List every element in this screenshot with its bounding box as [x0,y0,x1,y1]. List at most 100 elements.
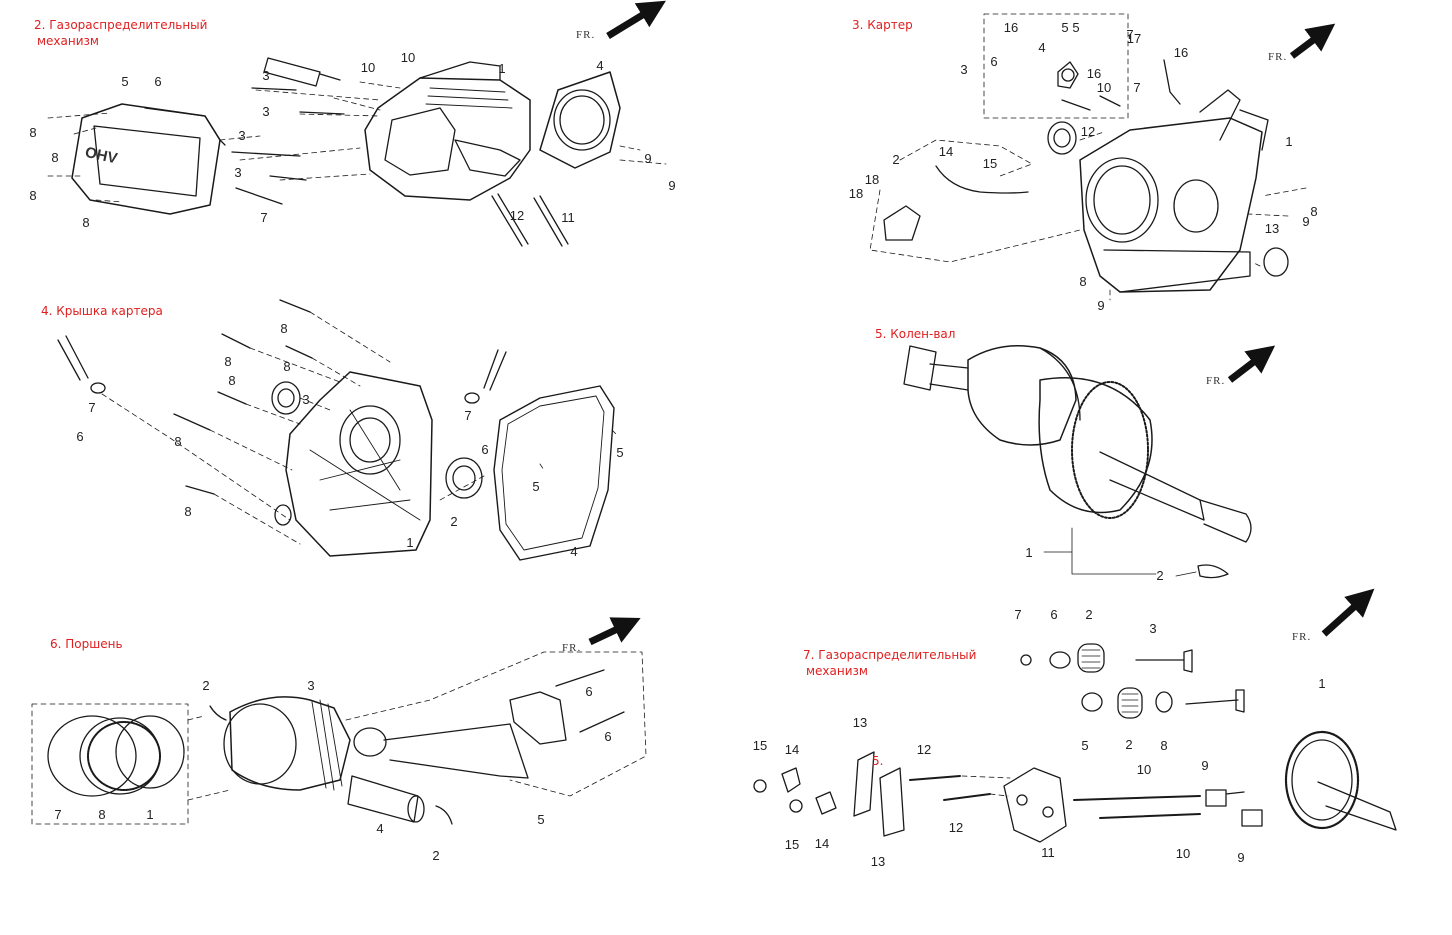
callout-number: 6 [154,74,161,89]
section-title-crankshaft: 5. Колен-вал [875,326,955,342]
callout-number: 2 [1125,737,1132,752]
callout-number: 18 [849,186,863,201]
callout-number: 5 [1072,20,1079,35]
callout-number: 2 [1085,607,1092,622]
callout-number: 2 [892,152,899,167]
callout-number: 7 [1126,27,1133,42]
callout-number: 6 [990,54,997,69]
callout-number: 8 [29,188,36,203]
crankcase-cover-group [57,299,615,561]
callout-number: 3 [302,392,309,407]
fr-arrow-icon: FR. [1268,23,1336,63]
callout-number: 9 [1237,850,1244,865]
callout-number: 11 [561,210,575,225]
callout-number: 12 [510,208,524,223]
callout-number: 8 [280,321,287,336]
callout-number: 8 [98,807,105,822]
callout-number: 7 [54,807,61,822]
callout-number: 6 [481,442,488,457]
title-line-1: 4. Крышка картера [41,304,163,318]
callout-number: 1 [146,807,153,822]
callout-number: 9 [644,151,651,166]
callout-number: 10 [1097,80,1111,95]
stray-red-label: 5. [872,754,883,768]
callout-number: 1 [406,535,413,550]
section-title-piston: 6. Поршень [50,636,123,652]
callout-number: 8 [1310,204,1317,219]
callout-number: 14 [815,836,829,851]
ohv-stamp: OHV [84,144,119,167]
callout-number: 7 [464,408,471,423]
callout-number: 5 [121,74,128,89]
fr-label: FR. [1206,375,1225,387]
callout-number: 5 [537,812,544,827]
callout-number: 5 [532,479,539,494]
callout-number: 2 [450,514,457,529]
callout-number: 7 [1014,607,1021,622]
title-line-2: механизм [806,664,868,678]
callout-number: 1 [1025,545,1032,560]
callout-number: 6 [604,729,611,744]
callout-number: 6 [76,429,83,444]
callout-number: 1 [498,61,505,76]
callout-number: 15 [753,738,767,753]
section-title-valve-train: 2. Газораспределительный механизм [34,17,207,49]
callout-number: 12 [1081,124,1095,139]
callout-number: 13 [871,854,885,869]
leader-lines-sec7 [961,775,1011,797]
callout-number: 16 [1174,45,1188,60]
callout-number: 18 [865,172,879,187]
callout-number: 3 [1149,621,1156,636]
leader-lines-sec4 [101,311,619,545]
callout-number: 8 [82,215,89,230]
callout-number: 1 [1318,676,1325,691]
callout-number: 12 [917,742,931,757]
fr-label: FR. [576,29,595,41]
callout-number: 9 [1302,214,1309,229]
crankshaft-group [903,345,1252,579]
callout-number: 8 [228,373,235,388]
callout-number: 5 [1081,738,1088,753]
fr-arrow-icon: FR. [1206,345,1276,387]
callout-number: 6 [585,684,592,699]
callout-number: 13 [1265,221,1279,236]
callout-number: 4 [570,544,577,559]
callout-number: 14 [785,742,799,757]
callout-number: 9 [1201,758,1208,773]
callout-number: 8 [283,359,290,374]
fr-arrow-icon: FR. [576,0,666,41]
callout-number: 8 [1079,274,1086,289]
callout-number: 15 [983,156,997,171]
camshaft-group [753,643,1397,843]
callout-number: 2 [1156,568,1163,583]
callout-number: 8 [174,434,181,449]
callout-number: 3 [234,165,241,180]
callout-number: 3 [307,678,314,693]
callout-number: 4 [376,821,383,836]
title-line-2: механизм [37,34,99,48]
title-line-1: 2. Газораспределительный [34,18,208,32]
direction-indicators: FR. FR. FR. FR. FR. [562,0,1375,654]
callout-number: 14 [939,144,953,159]
callout-number: 8 [184,504,191,519]
callout-number: 4 [596,58,603,73]
callout-number: 7 [260,210,267,225]
callout-number: 8 [29,125,36,140]
title-line-1: 7. Газораспределительный [803,648,977,662]
callout-number: 10 [1137,762,1151,777]
callout-number: 3 [238,128,245,143]
fr-label: FR. [1268,51,1287,63]
callout-number: 3 [960,62,967,77]
section-title-crankcase-cover: 4. Крышка картера [41,303,163,319]
section-title-crankcase: 3. Картер [852,17,913,33]
callout-number: 15 [785,837,799,852]
callout-number: 8 [51,150,58,165]
title-line-1: 6. Поршень [50,637,123,651]
section-title-camshaft: 7. Газораспределительный механизм [803,647,976,679]
leader-lines-sec2 [47,81,667,203]
callout-number: 7 [88,400,95,415]
callout-number: 10 [1176,846,1190,861]
callout-number: 8 [1160,738,1167,753]
